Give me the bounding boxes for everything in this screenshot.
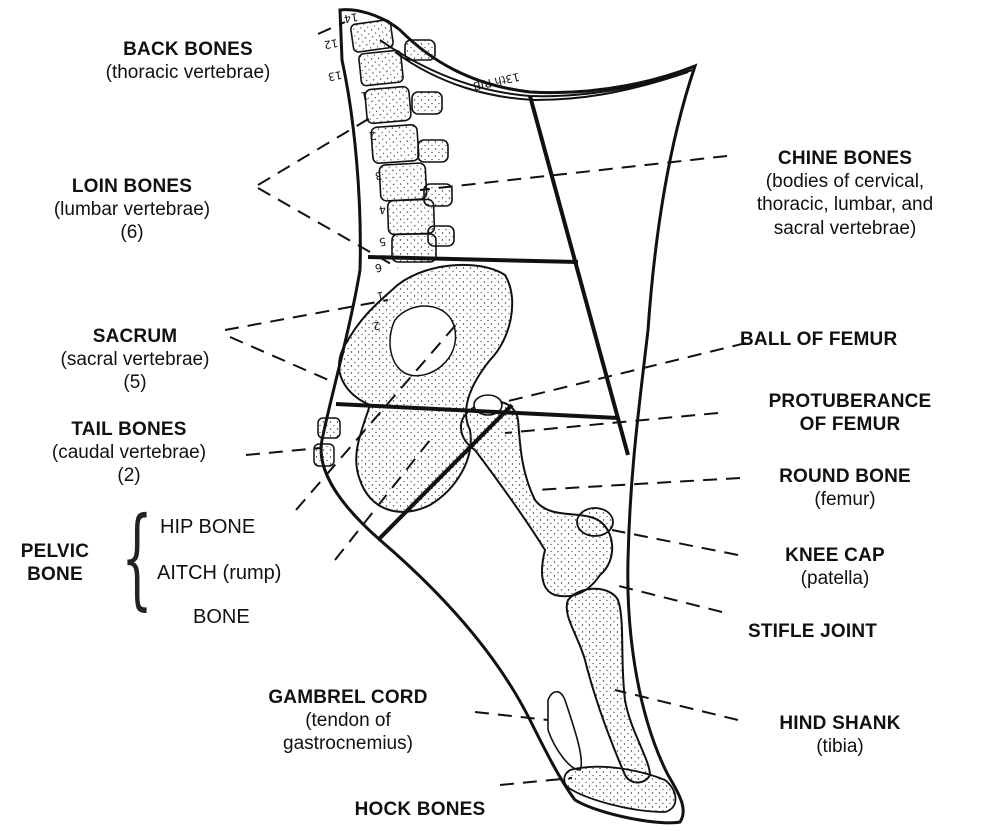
thoracic-num-14: 14 <box>343 10 359 25</box>
lumbar-num-5: 5 <box>378 235 387 249</box>
round-bone-sub: (femur) <box>735 488 955 511</box>
vertebral-column <box>350 19 454 262</box>
knee-cap-sub: (patella) <box>735 567 935 590</box>
label-loin-bones: LOIN BONES (lumbar vertebrae) (6) <box>2 175 262 245</box>
chine-bones-title: CHINE BONES <box>700 147 990 170</box>
lumbar-num-3: 3 <box>374 169 383 183</box>
loin-bones-count: (6) <box>2 221 262 244</box>
back-bones-title: BACK BONES <box>58 38 318 61</box>
pelvis <box>339 265 512 512</box>
sacrum-sub: (sacral vertebrae) <box>10 348 260 371</box>
sacrum-title: SACRUM <box>10 325 260 348</box>
label-gambrel-cord: GAMBREL CORD (tendon of gastrocnemius) <box>228 686 468 756</box>
label-ball-of-femur: BALL OF FEMUR <box>740 328 980 351</box>
hind-shank-sub: (tibia) <box>740 735 940 758</box>
chine-bones-sub2: thoracic, lumbar, and <box>700 193 990 216</box>
gambrel-cord-sub2: gastrocnemius) <box>228 732 468 755</box>
ball-of-femur-title: BALL OF FEMUR <box>740 328 980 351</box>
tail-bones-count: (2) <box>4 464 254 487</box>
lumbar-num-4: 4 <box>378 203 387 217</box>
back-bones-sub: (thoracic vertebrae) <box>58 61 318 84</box>
label-protuberance: PROTUBERANCE OF FEMUR <box>720 390 980 436</box>
label-hind-shank: HIND SHANK (tibia) <box>740 712 940 758</box>
protuberance-title-1: PROTUBERANCE <box>720 390 980 413</box>
label-stifle-joint: STIFLE JOINT <box>748 620 948 643</box>
hock-bones <box>564 767 675 812</box>
label-back-bones: BACK BONES (thoracic vertebrae) <box>58 38 318 84</box>
femur <box>461 401 612 596</box>
sacrum-count: (5) <box>10 371 260 394</box>
round-bone-title: ROUND BONE <box>735 465 955 488</box>
pelvic-bone-word: BONE <box>193 606 250 629</box>
gambrel-cord-title: GAMBREL CORD <box>228 686 468 709</box>
label-chine-bones: CHINE BONES (bodies of cervical, thoraci… <box>700 147 990 240</box>
tail-vertebrae <box>314 418 340 466</box>
label-sacrum: SACRUM (sacral vertebrae) (5) <box>10 325 260 395</box>
pelvic-title-2: BONE <box>0 563 110 586</box>
pelvic-aitch: AITCH (rump) <box>157 562 281 585</box>
label-tail-bones: TAIL BONES (caudal vertebrae) (2) <box>4 418 254 488</box>
loin-bones-title: LOIN BONES <box>2 175 262 198</box>
label-round-bone: ROUND BONE (femur) <box>735 465 955 511</box>
gambrel-cord <box>548 692 581 770</box>
lumbar-num-1: 1 <box>360 89 369 103</box>
patella <box>577 508 613 536</box>
label-knee-cap: KNEE CAP (patella) <box>735 544 935 590</box>
pelvic-title-1: PELVIC <box>0 540 110 563</box>
tail-bones-sub: (caudal vertebrae) <box>4 441 254 464</box>
hock-bones-title: HOCK BONES <box>330 798 510 821</box>
thoracic-num-13: 13 <box>327 68 343 83</box>
knee-cap-title: KNEE CAP <box>735 544 935 567</box>
tail-bones-title: TAIL BONES <box>4 418 254 441</box>
stifle-joint-title: STIFLE JOINT <box>748 620 948 643</box>
chine-bones-sub3: sacral vertebrae) <box>700 217 990 240</box>
hind-shank-title: HIND SHANK <box>740 712 940 735</box>
label-hock-bones: HOCK BONES <box>330 798 510 821</box>
sacral-num-1: 1 <box>376 289 385 303</box>
chine-bones-sub1: (bodies of cervical, <box>700 170 990 193</box>
pelvic-brace: { <box>121 502 153 612</box>
thoracic-num-12: 12 <box>323 36 339 51</box>
label-pelvic-bone: PELVIC BONE <box>0 540 110 586</box>
lumbar-num-2: 2 <box>368 129 377 143</box>
loin-bones-sub: (lumbar vertebrae) <box>2 198 262 221</box>
gambrel-cord-sub1: (tendon of <box>228 709 468 732</box>
lumbar-num-6: 6 <box>374 261 383 275</box>
protuberance-title-2: OF FEMUR <box>720 413 980 436</box>
pelvic-hip-bone: HIP BONE <box>160 516 255 539</box>
